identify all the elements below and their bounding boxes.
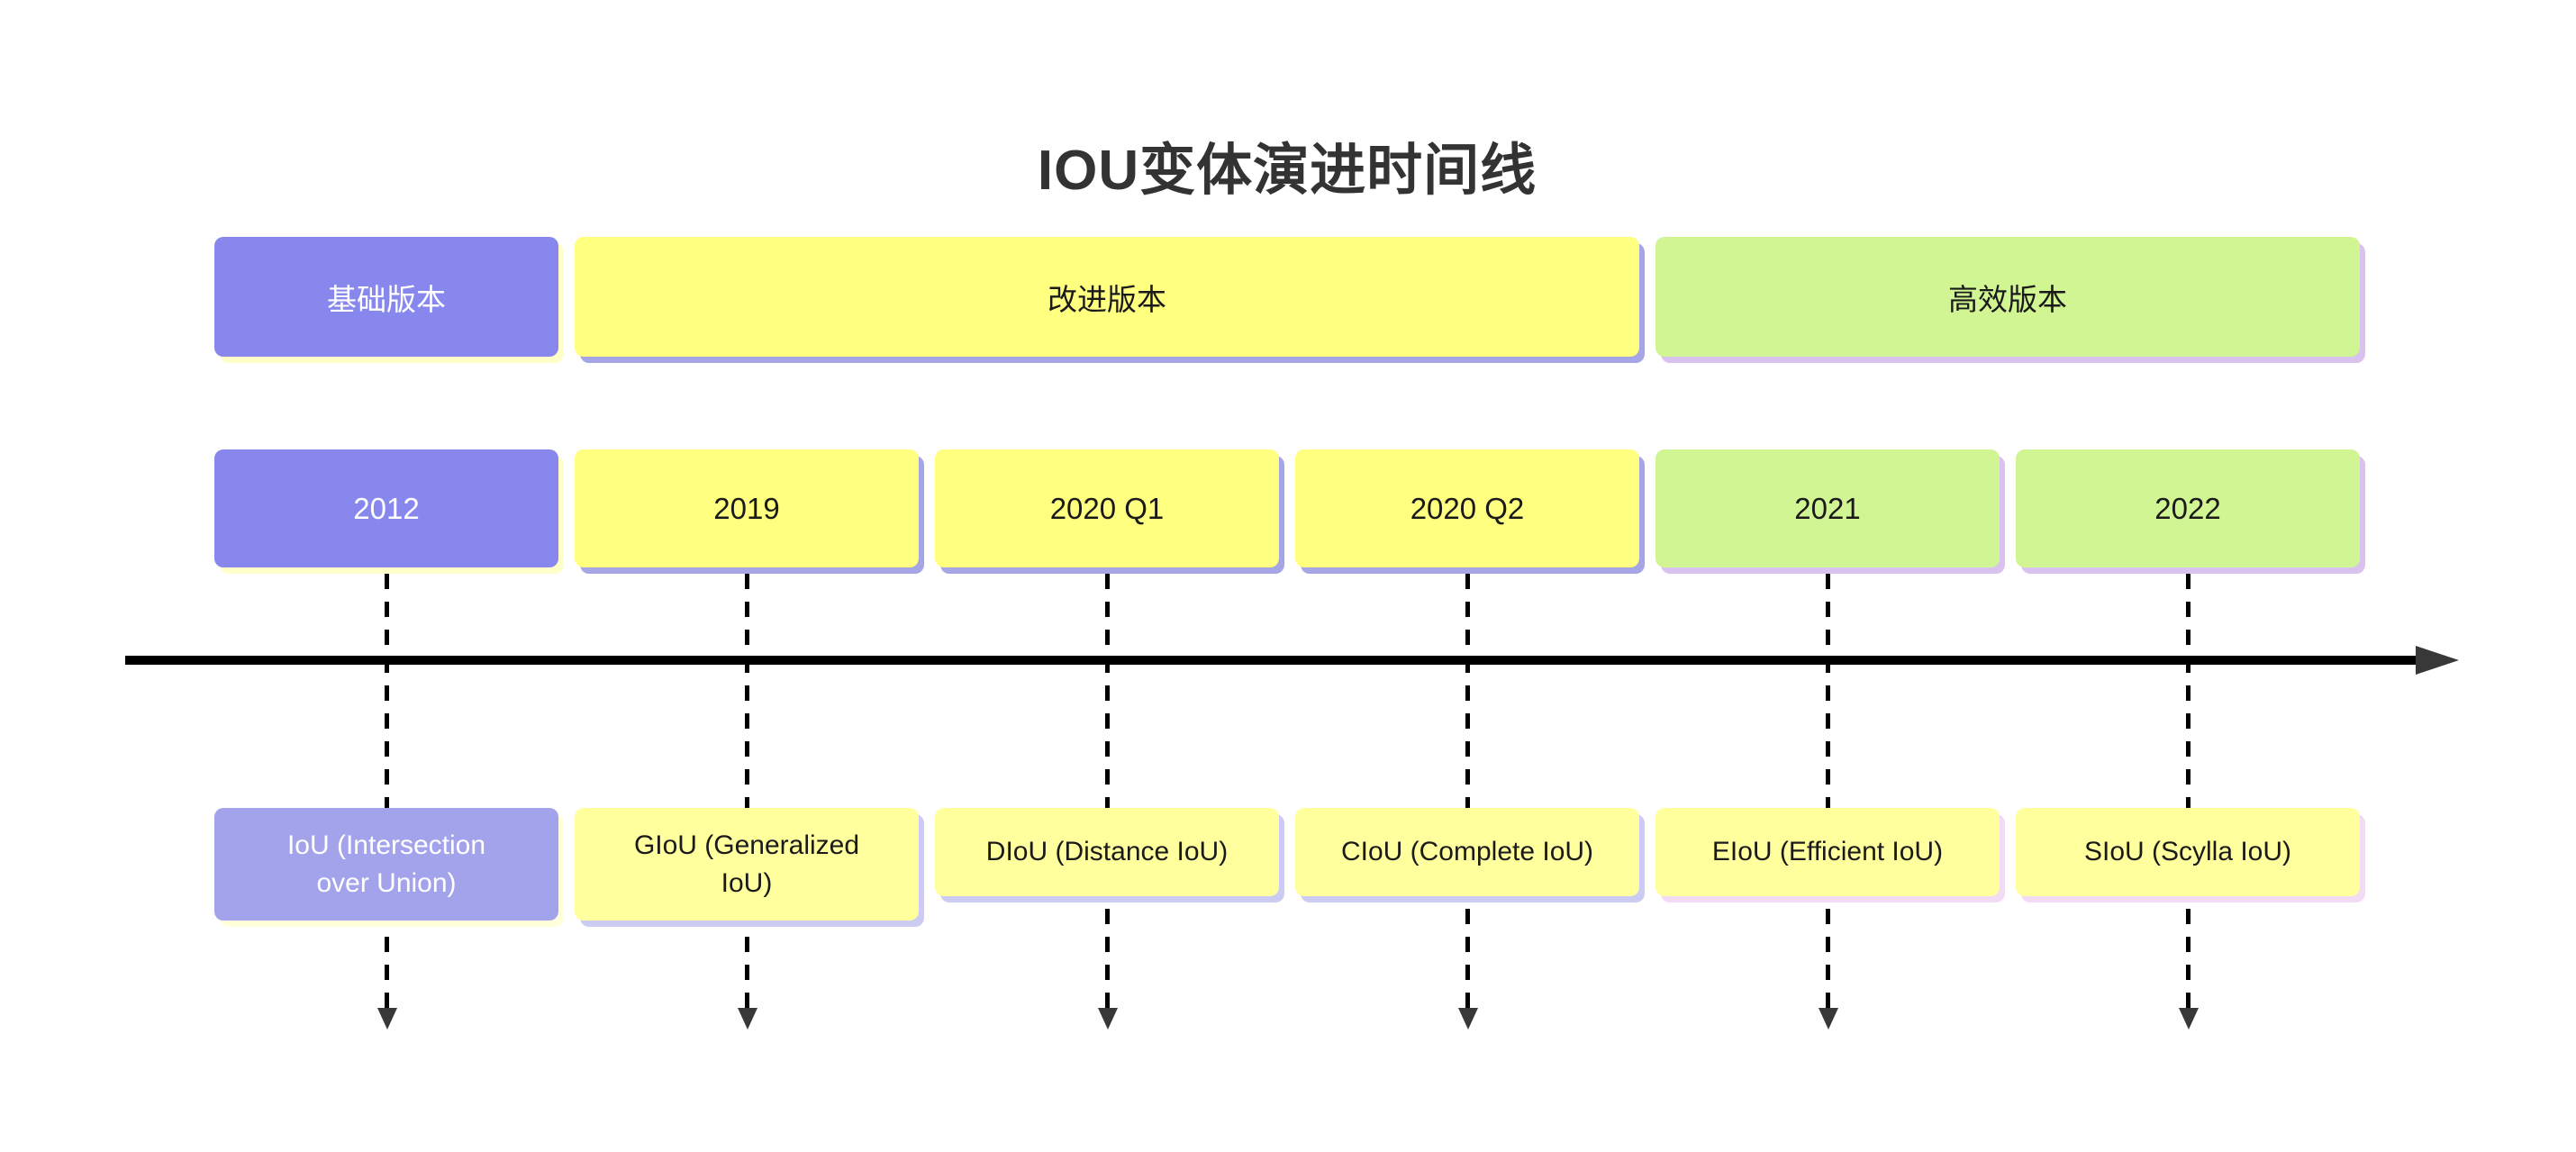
connector-2020q2 <box>1457 574 1478 1030</box>
event-box-diou: DIoU (Distance IoU) <box>935 808 1279 896</box>
down-arrow-icon <box>1457 1008 1478 1030</box>
section-box-improved: 改进版本 <box>575 237 1639 357</box>
event-box-iou: IoU (Intersection over Union) <box>214 808 558 921</box>
event-box-eiou: EIoU (Efficient IoU) <box>1655 808 2000 896</box>
event-box-ciou: CIoU (Complete IoU) <box>1295 808 1639 896</box>
connector-2020q1 <box>1097 574 1118 1030</box>
event-box-giou: GIoU (Generalized IoU) <box>575 808 919 921</box>
year-box-2012: 2012 <box>214 449 558 567</box>
year-box-2019: 2019 <box>575 449 919 567</box>
section-box-basic: 基础版本 <box>214 237 558 357</box>
connector-2021 <box>1818 574 1838 1030</box>
down-arrow-icon <box>376 1008 397 1030</box>
timeline-axis <box>125 656 2422 665</box>
year-box-2020q2: 2020 Q2 <box>1295 449 1639 567</box>
down-arrow-icon <box>2178 1008 2199 1030</box>
event-box-siou: SIoU (Scylla IoU) <box>2016 808 2360 896</box>
section-box-efficient: 高效版本 <box>1655 237 2360 357</box>
year-box-2020q1: 2020 Q1 <box>935 449 1279 567</box>
down-arrow-icon <box>737 1008 757 1030</box>
year-box-2022: 2022 <box>2016 449 2360 567</box>
timeline-axis-arrowhead-icon <box>2416 646 2459 675</box>
down-arrow-icon <box>1097 1008 1118 1030</box>
down-arrow-icon <box>1818 1008 1838 1030</box>
connector-2012 <box>376 574 397 1030</box>
connector-2019 <box>737 574 757 1030</box>
year-box-2021: 2021 <box>1655 449 2000 567</box>
page-title: IOU变体演进时间线 <box>1037 140 1537 202</box>
connector-2022 <box>2178 574 2199 1030</box>
